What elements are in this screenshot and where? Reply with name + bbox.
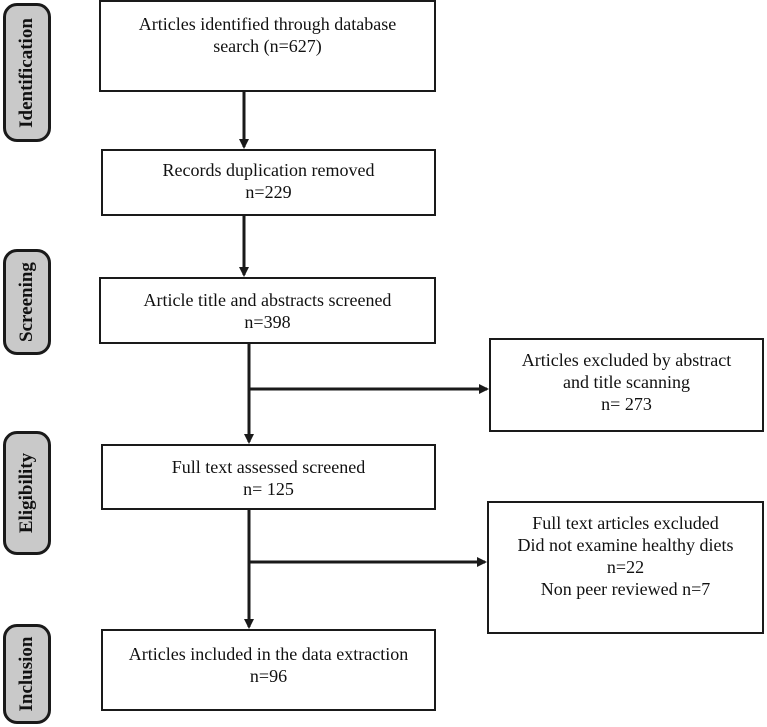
box-full-text-assessed: Full text assessed screened n= 125 (101, 444, 436, 510)
stage-tab-eligibility: Eligibility (3, 431, 51, 555)
stage-tab-identification: Identification (3, 3, 51, 142)
stage-tab-screening: Screening (3, 249, 51, 355)
box-count: n= 125 (243, 479, 294, 499)
stage-tab-inclusion: Inclusion (3, 624, 51, 724)
box-articles-identified: Articles identified through database sea… (99, 0, 436, 92)
box-count: n= 273 (601, 394, 652, 414)
box-text: Articles identified through database (138, 14, 397, 34)
stage-label-eligibility: Eligibility (16, 452, 37, 534)
box-text: Articles excluded by abstract (521, 350, 732, 370)
box-text: Non peer reviewed n=7 (540, 579, 711, 599)
box-duplicates-removed: Records duplication removed n=229 (101, 149, 436, 216)
box-text: and title scanning (563, 372, 690, 392)
box-text: Article title and abstracts screened (143, 290, 392, 310)
box-excluded-by-abstract: Articles excluded by abstract and title … (489, 338, 764, 432)
box-title-abstract-screened: Article title and abstracts screened n=3… (99, 277, 436, 344)
stage-label-inclusion: Inclusion (16, 636, 37, 712)
box-articles-included: Articles included in the data extraction… (101, 629, 436, 711)
box-count: n=398 (244, 312, 291, 332)
box-text: Did not examine healthy diets (517, 535, 734, 555)
box-count: n=22 (606, 557, 645, 577)
box-text: Articles included in the data extraction (128, 644, 409, 664)
box-count: search (n=627) (213, 36, 322, 56)
box-count: n=229 (245, 182, 292, 202)
box-full-text-excluded: Full text articles excluded Did not exam… (487, 501, 764, 634)
box-count: n=96 (249, 666, 288, 686)
box-text: Full text articles excluded (532, 513, 719, 533)
box-text: Full text assessed screened (171, 457, 366, 477)
stage-label-identification: Identification (16, 17, 37, 128)
box-text: Records duplication removed (162, 160, 375, 180)
stage-label-screening: Screening (16, 262, 37, 342)
